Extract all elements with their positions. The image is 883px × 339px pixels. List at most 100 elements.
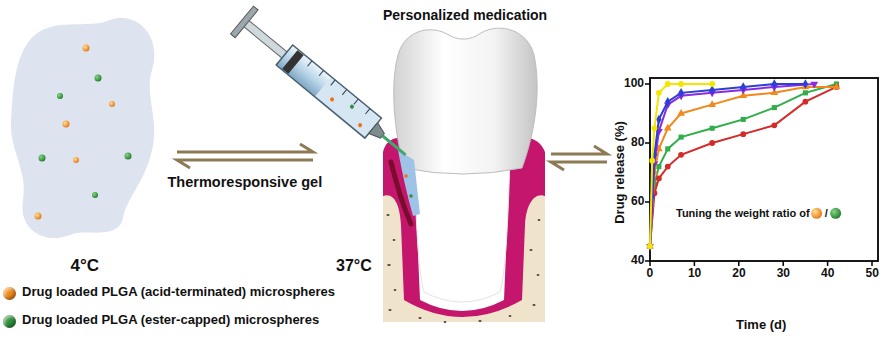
release-curve [650, 84, 712, 246]
release-curve [650, 87, 836, 246]
arrow-backward [551, 162, 607, 170]
data-marker [709, 140, 715, 146]
data-marker [647, 243, 653, 249]
microsphere [409, 194, 413, 198]
release-curve [650, 84, 836, 246]
ratio-icon [811, 208, 822, 219]
data-marker [709, 81, 715, 87]
release-series [647, 84, 839, 249]
release-series [646, 82, 840, 248]
legend-text: Drug loaded PLGA (ester-capped) microsph… [22, 313, 319, 328]
data-marker [741, 82, 746, 91]
tick [645, 83, 650, 85]
graduation [354, 99, 358, 104]
x-ticks [650, 261, 872, 266]
tick-label: 100 [624, 77, 644, 91]
ratio-icon [830, 208, 841, 219]
syringe [231, 6, 417, 169]
microsphere [73, 157, 79, 163]
release-series [647, 79, 808, 251]
edge-label: Thermoresponsive gel [168, 174, 323, 191]
diagram-node: Personalized medication 37°C [325, 4, 548, 326]
tick [738, 261, 740, 266]
tick-label: 50 [866, 267, 879, 281]
graduation [342, 89, 346, 94]
tick [782, 261, 784, 266]
release-series [646, 82, 818, 251]
data-marker [665, 164, 671, 170]
tick [645, 142, 650, 144]
equilibrium-arrow [177, 144, 313, 168]
tick-label: 40 [631, 254, 644, 268]
bone-pore [478, 320, 481, 322]
microsphere [92, 192, 98, 198]
crown [394, 28, 537, 174]
legend-text: Drug loaded PLGA (acid-terminated) micro… [22, 285, 335, 300]
tick-label: 20 [732, 267, 745, 281]
node-text: 37°C [336, 257, 372, 275]
microsphere [63, 121, 70, 128]
data-marker [647, 244, 652, 249]
data-marker [665, 146, 670, 151]
data-marker [803, 90, 808, 95]
data-marker [647, 243, 653, 249]
graduations [308, 61, 370, 114]
root [414, 158, 510, 302]
tick [871, 261, 873, 266]
data-marker [741, 117, 746, 122]
data-marker [679, 135, 684, 140]
graduation [319, 70, 323, 75]
bone-pore [386, 214, 389, 216]
tick-label: 80 [631, 136, 644, 150]
data-marker [656, 90, 662, 96]
node-text: 4°C [71, 256, 100, 276]
graduation [331, 80, 335, 85]
data-marker [803, 99, 809, 105]
legend-swatch [3, 315, 16, 328]
data-marker [664, 124, 672, 131]
diagram-node: Tuning the weight ratio of [612, 70, 883, 339]
gel-blob [11, 18, 155, 238]
release-series [647, 81, 715, 249]
node-text: Personalized medication [383, 7, 547, 23]
data-marker [656, 176, 662, 182]
syringe-liquid [315, 78, 380, 137]
data-marker [772, 79, 777, 88]
arrow-backward [177, 160, 313, 168]
release-series [647, 81, 839, 248]
axis-title: Drug release (%) [612, 121, 627, 224]
data-marker [665, 97, 670, 106]
microsphere [404, 174, 408, 178]
microsphere [349, 104, 355, 110]
graduation [308, 61, 312, 66]
data-marker [665, 81, 671, 87]
microsphere [109, 101, 115, 107]
data-marker [649, 158, 655, 164]
bone-pore [509, 315, 512, 317]
microsphere [357, 122, 363, 128]
gel-blob-shape [11, 18, 155, 238]
chart-frame [645, 78, 878, 266]
microsphere [39, 155, 46, 162]
plunger-stopper [282, 50, 303, 74]
data-marker [678, 81, 684, 87]
tick [694, 261, 696, 266]
tick [827, 261, 829, 266]
tick-label: 30 [777, 267, 790, 281]
arrow-forward [177, 144, 313, 152]
data-marker [710, 126, 715, 131]
bone-pore [418, 317, 421, 319]
data-marker [678, 152, 684, 158]
bone-pore [388, 309, 391, 311]
data-marker [677, 109, 685, 116]
graduation [365, 109, 369, 114]
microsphere [57, 93, 63, 99]
release-curve [650, 87, 836, 246]
data-marker [708, 100, 716, 107]
microsphere [95, 75, 102, 82]
release-curves [646, 79, 840, 251]
data-marker [652, 125, 658, 131]
microsphere [35, 213, 42, 220]
inflamed-tissue [391, 162, 411, 224]
